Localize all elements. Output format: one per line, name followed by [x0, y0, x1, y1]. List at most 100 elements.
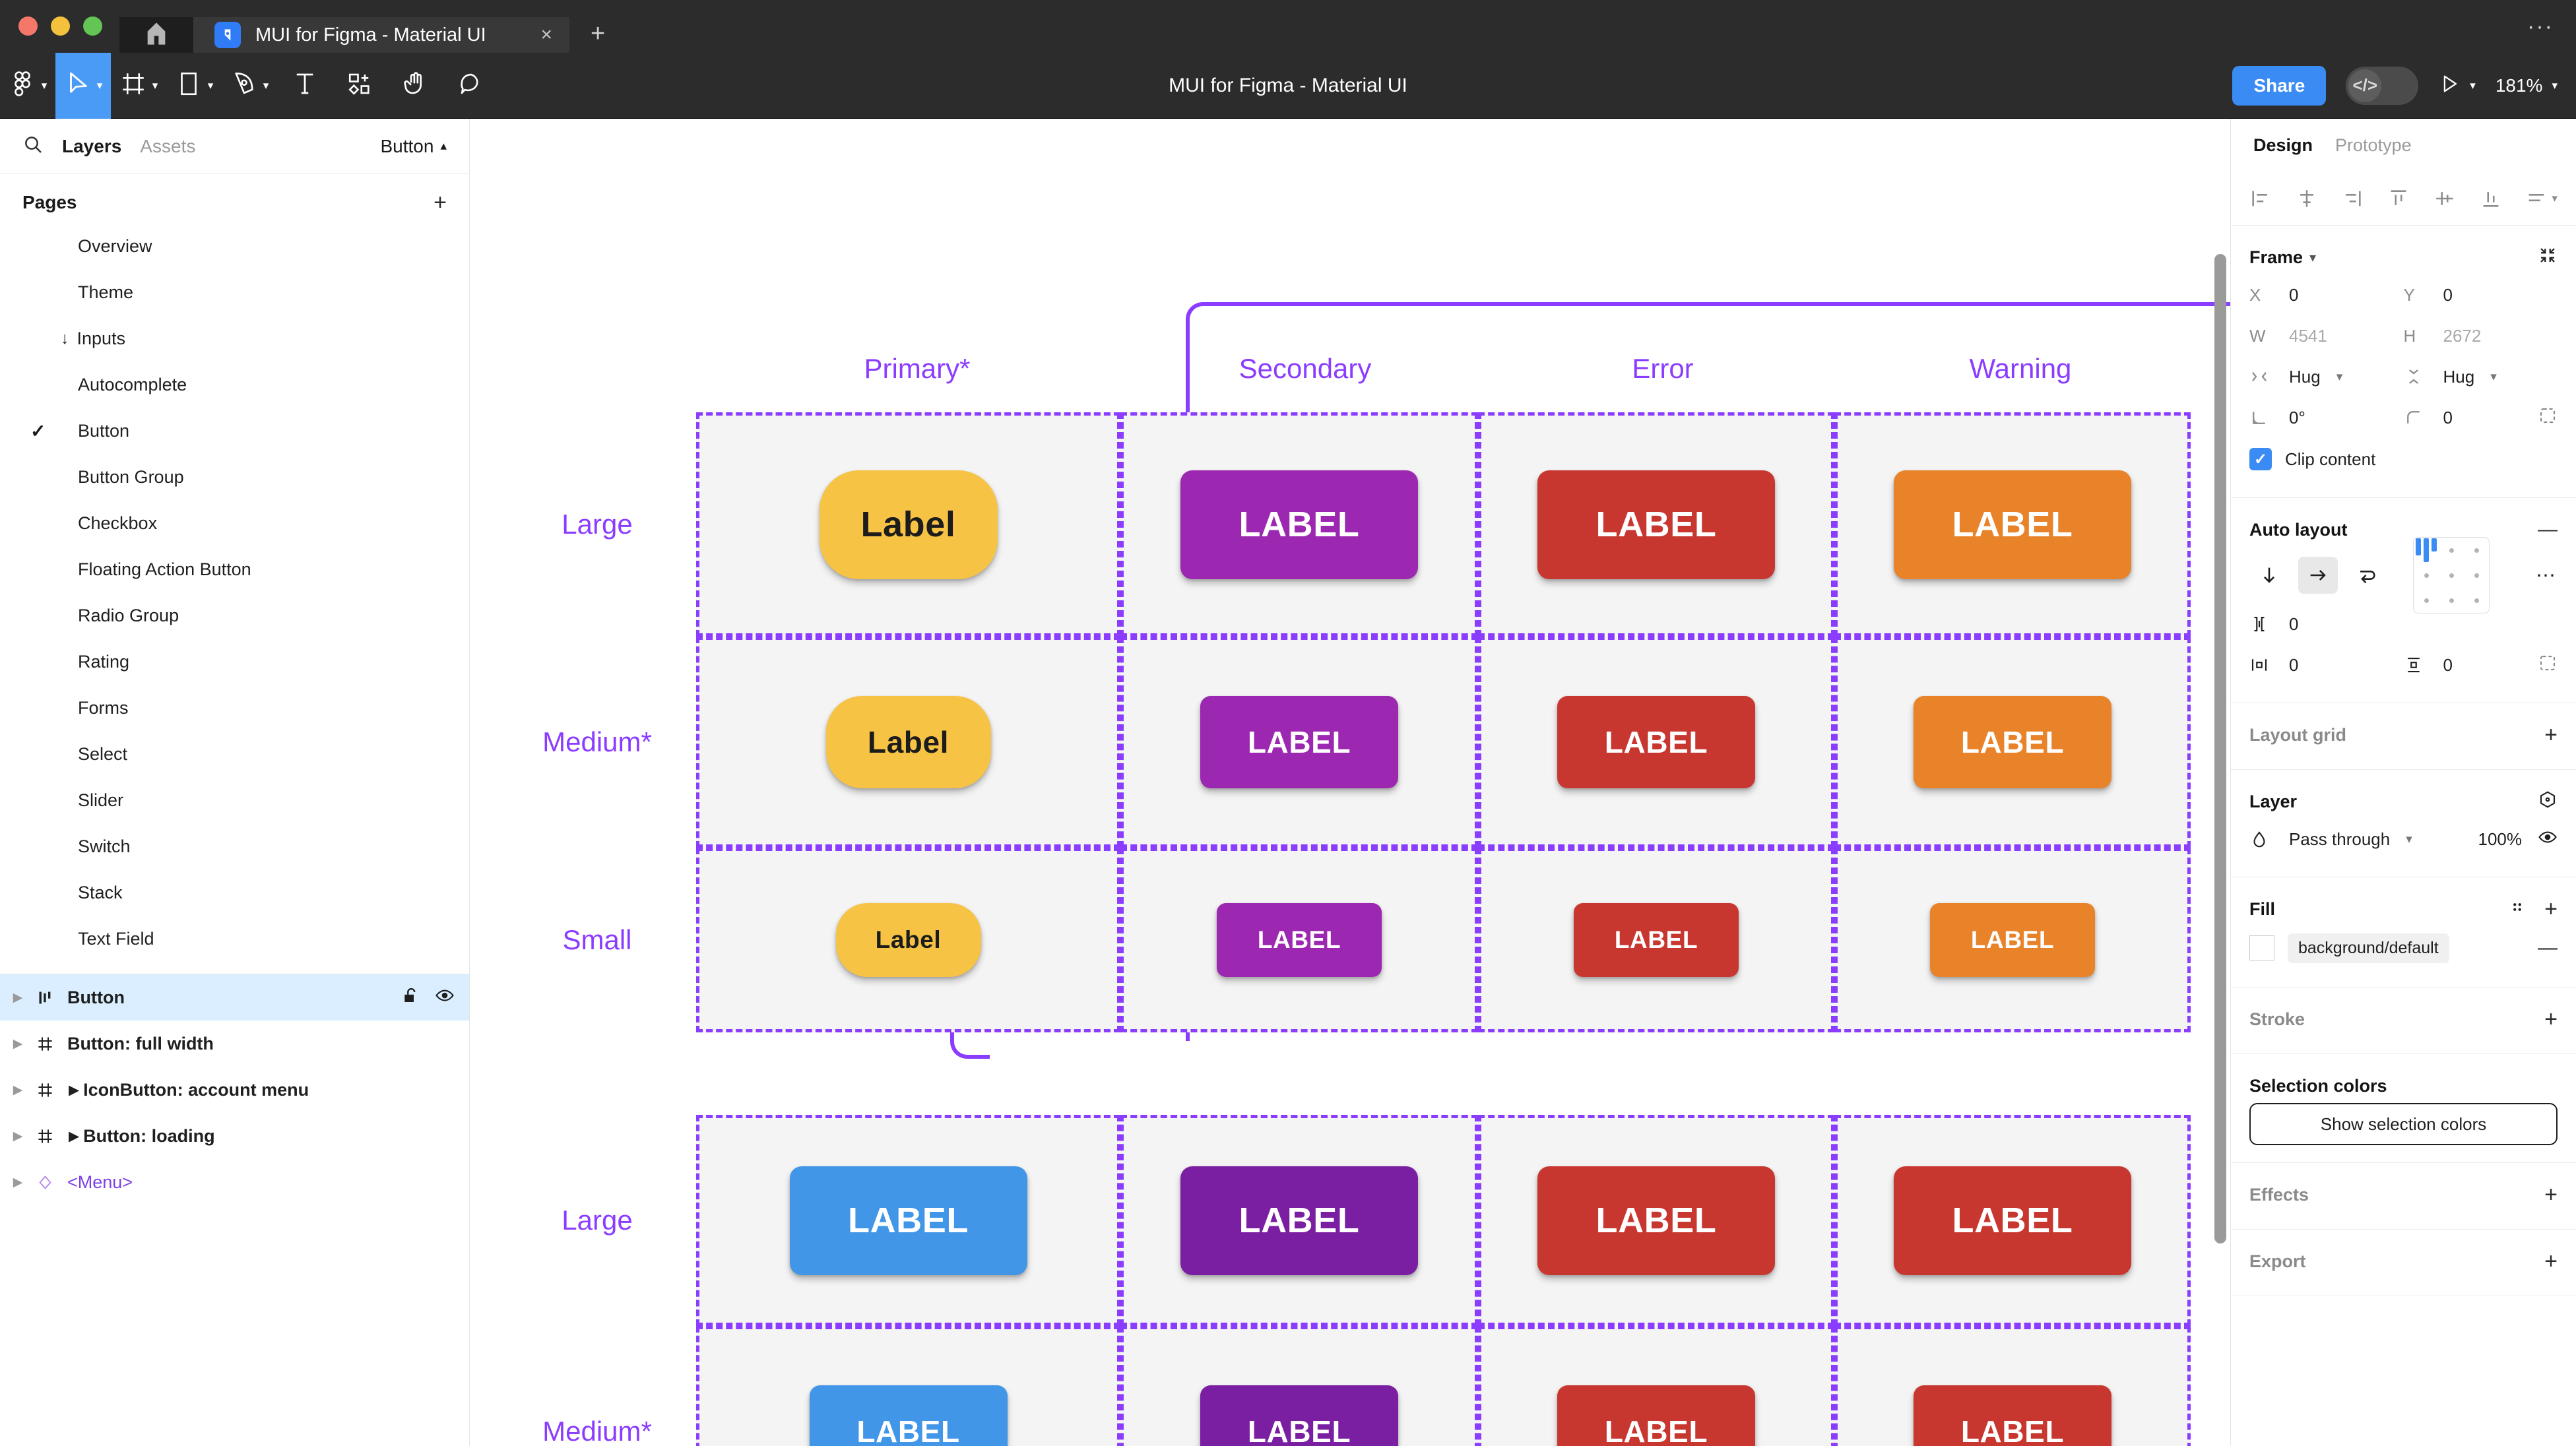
chevron-down-icon[interactable]: ▾	[207, 79, 214, 92]
chevron-down-icon[interactable]: ▾	[96, 79, 103, 92]
sidebar-page-switch[interactable]: Switch	[0, 823, 469, 869]
grid-cell[interactable]: LABEL	[1120, 412, 1478, 637]
sidebar-page-autocomplete[interactable]: Autocomplete	[0, 362, 469, 408]
frame-height[interactable]: H 2672	[2404, 326, 2558, 346]
layer-row[interactable]: ▶Button: full width	[0, 1021, 469, 1067]
sidebar-page-overview[interactable]: Overview	[0, 223, 469, 269]
grid-cell[interactable]: LABEL	[1120, 848, 1478, 1032]
fill-styles-icon[interactable]	[2507, 897, 2527, 922]
rotation-field[interactable]: 0°	[2249, 408, 2404, 428]
mui-button[interactable]: LABEL	[1557, 1385, 1755, 1446]
layout-direction-horizontal-button[interactable]	[2298, 557, 2338, 594]
grid-cell[interactable]: LABEL	[1834, 412, 2191, 637]
layer-row[interactable]: ▶▶IconButton: account menu	[0, 1067, 469, 1113]
distribute-menu-icon[interactable]: ▾	[2525, 187, 2558, 210]
home-tab-button[interactable]	[119, 17, 193, 53]
tab-layers[interactable]: Layers	[62, 135, 122, 156]
mui-button[interactable]: LABEL	[1894, 470, 2131, 579]
visibility-eye-icon[interactable]	[2538, 827, 2558, 852]
add-export-button[interactable]: +	[2544, 1249, 2558, 1274]
grid-cell[interactable]: LABEL	[1478, 1326, 1834, 1446]
mui-button[interactable]: LABEL	[1557, 696, 1755, 788]
fill-color-swatch[interactable]	[2249, 935, 2274, 960]
align-left-icon[interactable]	[2249, 187, 2272, 210]
mui-button[interactable]: LABEL	[809, 1385, 1008, 1446]
clip-content-row[interactable]: ✓ Clip content	[2249, 438, 2558, 480]
grid-cell[interactable]: Label	[696, 637, 1120, 848]
sidebar-page-button[interactable]: ✓Button	[0, 408, 469, 454]
align-horizontal-center-icon[interactable]	[2296, 187, 2318, 210]
visibility-eye-icon[interactable]	[435, 986, 455, 1010]
window-traffic-lights[interactable]	[0, 16, 119, 53]
hand-tool-button[interactable]	[388, 53, 443, 119]
tab-design[interactable]: Design	[2253, 135, 2313, 155]
sidebar-page-floating-action-button[interactable]: Floating Action Button	[0, 546, 469, 592]
comment-tool-button[interactable]	[443, 53, 499, 119]
tab-assets[interactable]: Assets	[140, 135, 196, 156]
mui-button[interactable]: Label	[835, 903, 981, 977]
add-stroke-button[interactable]: +	[2544, 1007, 2558, 1032]
grid-cell[interactable]: Label	[696, 412, 1120, 637]
frame-x[interactable]: X 0	[2249, 285, 2404, 305]
search-icon[interactable]	[22, 134, 44, 158]
layout-direction-vertical-button[interactable]	[2249, 557, 2289, 594]
close-tab-button[interactable]: ×	[540, 24, 552, 46]
frame-y[interactable]: Y 0	[2404, 285, 2558, 305]
mui-button[interactable]: LABEL	[1180, 470, 1418, 579]
add-fill-button[interactable]: +	[2544, 896, 2558, 922]
disclosure-triangle-icon[interactable]: ▶	[13, 1083, 23, 1097]
grid-cell[interactable]: LABEL	[1834, 1115, 2191, 1326]
layer-opacity[interactable]: 100%	[2441, 827, 2558, 852]
sidebar-page-button-group[interactable]: Button Group	[0, 454, 469, 500]
expand-arrow-icon[interactable]: ▶	[69, 1082, 80, 1098]
browser-tab-file[interactable]: MUI for Figma - Material UI ×	[193, 17, 569, 53]
tab-prototype[interactable]: Prototype	[2335, 135, 2412, 155]
sidebar-page-rating[interactable]: Rating	[0, 639, 469, 685]
share-button[interactable]: Share	[2232, 65, 2327, 106]
component-selector[interactable]: Button ▴	[381, 136, 447, 157]
auto-layout-alignment-grid[interactable]	[2413, 537, 2490, 613]
expand-arrow-icon[interactable]: ▶	[69, 1128, 80, 1144]
layer-row[interactable]: ▶<Menu>	[0, 1159, 469, 1205]
grid-cell[interactable]: LABEL	[1120, 1115, 1478, 1326]
frame-width[interactable]: W 4541	[2249, 326, 2404, 346]
grid-cell[interactable]: LABEL	[1120, 1326, 1478, 1446]
chevron-down-icon[interactable]: ▾	[2309, 250, 2317, 265]
mui-button[interactable]: LABEL	[1200, 696, 1398, 788]
frame-tool-button[interactable]: ▾	[111, 53, 166, 119]
disclosure-triangle-icon[interactable]: ▶	[13, 1175, 23, 1189]
show-selection-colors-button[interactable]: Show selection colors	[2249, 1103, 2558, 1145]
layer-styles-icon[interactable]	[2538, 790, 2558, 814]
collapse-frame-icon[interactable]	[2538, 245, 2558, 270]
fill-style-token[interactable]: background/default	[2288, 933, 2449, 963]
align-right-icon[interactable]	[2341, 187, 2364, 210]
mui-button[interactable]: LABEL	[789, 1166, 1027, 1275]
align-bottom-icon[interactable]	[2480, 187, 2502, 210]
vertical-resizing[interactable]: Hug ▾	[2404, 367, 2558, 387]
chevron-down-icon[interactable]: ▾	[41, 79, 48, 92]
disclosure-triangle-icon[interactable]: ▶	[13, 1036, 23, 1051]
minimize-window-button[interactable]	[51, 16, 70, 36]
present-button[interactable]: ▾	[2438, 73, 2476, 98]
chevron-down-icon[interactable]: ▾	[263, 79, 269, 92]
horizontal-resizing[interactable]: Hug ▾	[2249, 367, 2404, 387]
remove-fill-button[interactable]: —	[2538, 937, 2558, 959]
resources-tool-button[interactable]	[333, 53, 388, 119]
independent-padding-icon[interactable]	[2538, 653, 2558, 677]
sidebar-page-checkbox[interactable]: Checkbox	[0, 500, 469, 546]
sidebar-page-forms[interactable]: Forms	[0, 685, 469, 731]
canvas-vertical-scrollbar[interactable]	[2214, 254, 2226, 1243]
layer-row[interactable]: ▶▶Button: loading	[0, 1113, 469, 1159]
add-effect-button[interactable]: +	[2544, 1182, 2558, 1207]
grid-cell[interactable]: LABEL	[696, 1115, 1120, 1326]
new-tab-button[interactable]: +	[591, 20, 606, 47]
mui-button[interactable]: LABEL	[1200, 1385, 1398, 1446]
sidebar-page-inputs[interactable]: ↓Inputs	[0, 315, 469, 362]
mui-button[interactable]: LABEL	[1217, 903, 1382, 977]
align-vertical-center-icon[interactable]	[2433, 187, 2456, 210]
mui-button[interactable]: LABEL	[1930, 903, 2095, 977]
mui-button[interactable]: LABEL	[1537, 470, 1775, 579]
maximize-window-button[interactable]	[83, 16, 102, 36]
grid-cell[interactable]: LABEL	[1478, 637, 1834, 848]
grid-cell[interactable]: LABEL	[696, 1326, 1120, 1446]
